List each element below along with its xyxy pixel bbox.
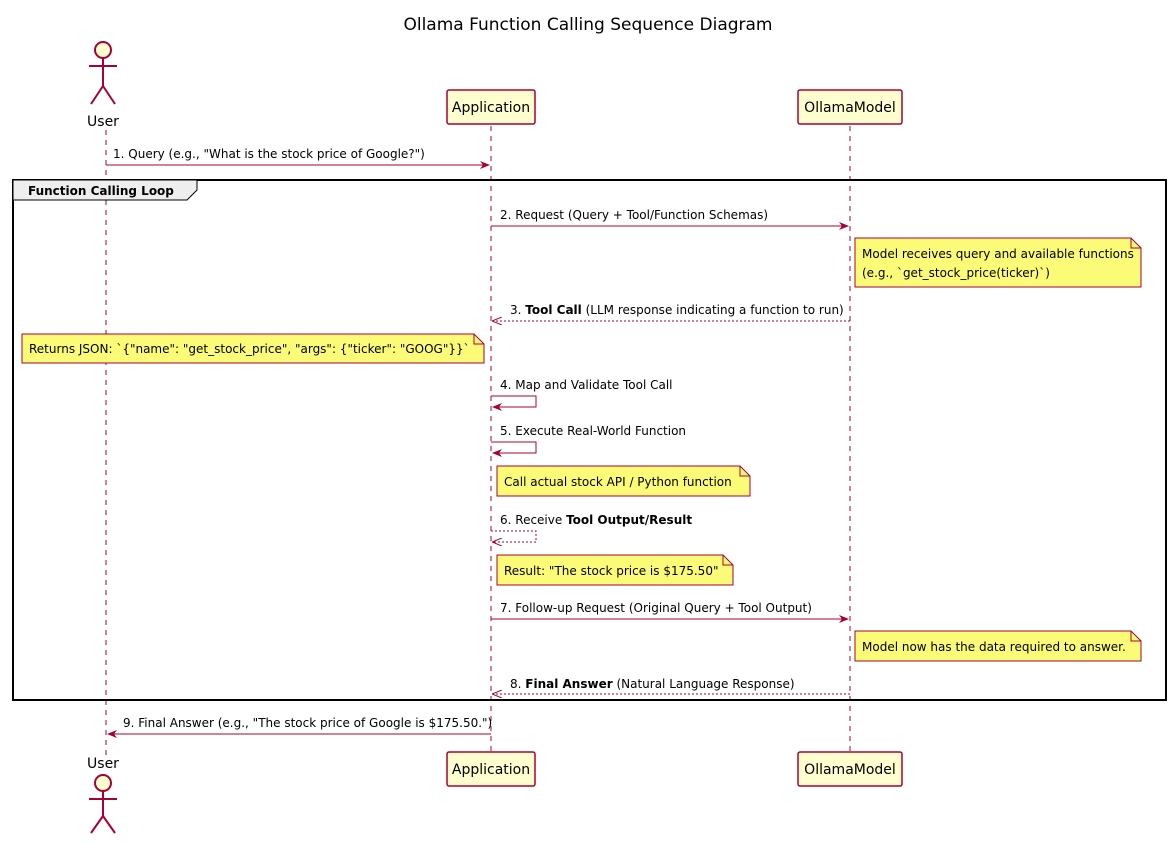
note-model-has-data-text: Model now has the data required to answe… [862, 640, 1126, 654]
application-box-top [446, 89, 536, 125]
message-1-label: 1. Query (e.g., "What is the stock price… [113, 147, 425, 161]
message-8-label: 8. Final Answer (Natural Language Respon… [510, 677, 795, 691]
user-label-top: User [87, 114, 119, 130]
note-call-api-text: Call actual stock API / Python function [504, 475, 732, 489]
note-model-has-data-corner [1130, 631, 1141, 642]
note-result [496, 554, 734, 586]
function-calling-loop-frame [12, 179, 1167, 701]
ollama-model-label-bottom: OllamaModel [804, 762, 896, 778]
note-call-api-corner [739, 466, 750, 477]
note-call-api [496, 465, 751, 497]
message-3-label: 3. Tool Call (LLM response indicating a … [510, 303, 844, 317]
note-returns-json-corner [473, 334, 484, 345]
message-5-label: 5. Execute Real-World Function [500, 424, 686, 438]
message-4-arrow [491, 395, 537, 411]
note-model-receives-line2: (e.g., `get_stock_price(ticker)`) [862, 266, 1050, 280]
message-5-arrow [491, 441, 537, 457]
message-6-arrow [491, 530, 537, 542]
frame-label-tab [12, 179, 198, 201]
ollama-model-box-top [797, 89, 903, 125]
note-returns-json [21, 333, 485, 364]
ollama-model-label-top: OllamaModel [804, 100, 896, 116]
note-model-receives [854, 237, 1142, 288]
message-7-label: 7. Follow-up Request (Original Query + T… [500, 601, 812, 615]
note-returns-json-text: Returns JSON: `{"name": "get_stock_price… [29, 342, 470, 356]
user-actor-top [89, 41, 117, 105]
message-4-label: 4. Map and Validate Tool Call [500, 378, 673, 392]
ollama-model-box-bottom [797, 751, 903, 787]
message-6-label: 6. Receive Tool Output/Result [500, 513, 692, 527]
user-actor-bottom [89, 774, 117, 834]
message-2-label: 2. Request (Query + Tool/Function Schema… [500, 208, 768, 222]
application-label-top: Application [452, 100, 530, 116]
note-model-receives-line1: Model receives query and available funct… [862, 247, 1134, 261]
note-model-has-data [854, 630, 1142, 662]
frame-label: Function Calling Loop [28, 184, 174, 198]
application-box-bottom [446, 751, 536, 787]
diagram-title: Ollama Function Calling Sequence Diagram [403, 15, 772, 35]
application-label-bottom: Application [452, 762, 530, 778]
message-9-label: 9. Final Answer (e.g., "The stock price … [123, 716, 492, 730]
note-model-receives-corner [1130, 238, 1141, 249]
user-label-bottom: User [87, 756, 119, 772]
note-result-corner [722, 555, 733, 566]
note-result-text: Result: "The stock price is $175.50" [504, 564, 718, 578]
